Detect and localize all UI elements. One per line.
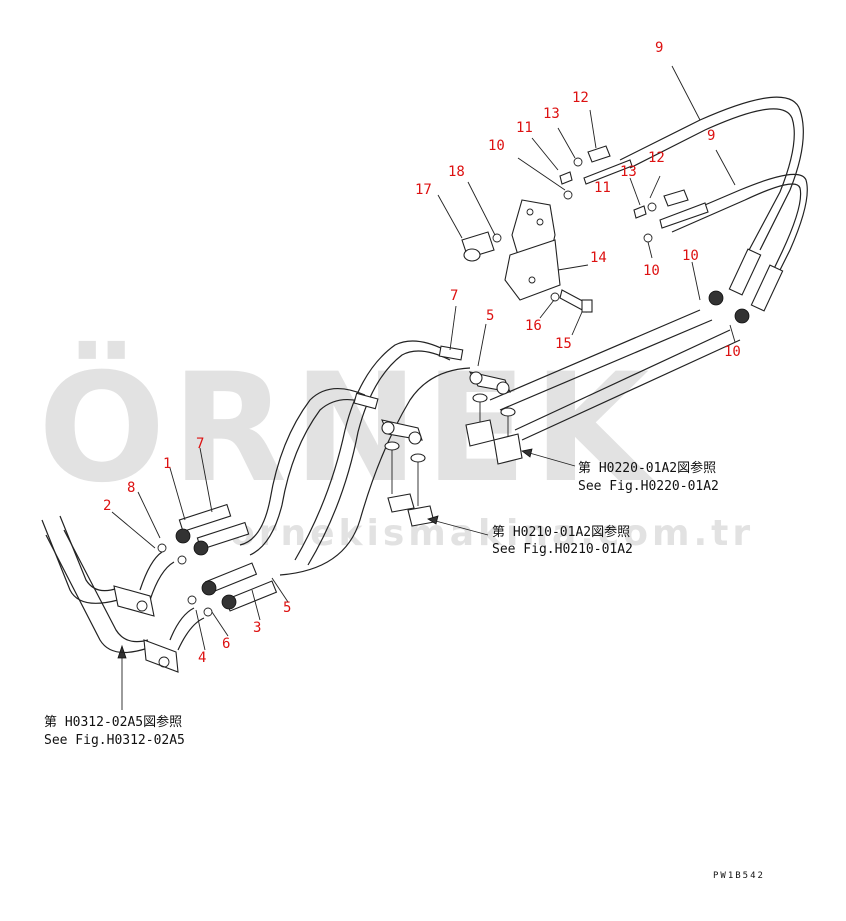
callout-12: 12 (648, 150, 665, 166)
callout-13: 13 (543, 106, 560, 122)
hose-9-upper (619, 96, 808, 324)
valve-blocks (384, 393, 523, 527)
callout-8: 8 (127, 480, 135, 496)
drawing-code: PW1B542 (713, 871, 765, 881)
callout-5: 5 (486, 308, 494, 324)
long-pipe-right (489, 309, 741, 441)
lower-hoses (41, 503, 278, 673)
reference-h0220-jp: 第 H0220-01A2図参照 (578, 460, 716, 476)
callout-12: 12 (572, 90, 589, 106)
callout-9: 9 (655, 40, 663, 56)
callout-14: 14 (590, 250, 607, 266)
reference-labels: 第 H0220-01A2図参照 See Fig.H0220-01A2 第 H02… (44, 460, 719, 748)
callout-6: 6 (222, 636, 230, 652)
callout-13: 13 (620, 164, 637, 180)
reference-h0220-en: See Fig.H0220-01A2 (578, 479, 719, 494)
bolts-upper (559, 145, 709, 229)
callout-11: 11 (594, 180, 611, 196)
middle-hoses (239, 340, 511, 576)
callout-17: 17 (415, 182, 432, 198)
callout-16: 16 (525, 318, 542, 334)
callout-11: 11 (516, 120, 533, 136)
callout-3: 3 (253, 620, 261, 636)
bracket-assembly (461, 190, 653, 313)
reference-arrows (117, 448, 576, 710)
callout-2: 2 (103, 498, 111, 514)
reference-h0210-en: See Fig.H0210-01A2 (492, 542, 633, 557)
reference-h0210-jp: 第 H0210-01A2図参照 (492, 524, 630, 540)
callout-7: 7 (196, 436, 204, 452)
callout-10: 10 (682, 248, 699, 264)
reference-h0312-en: See Fig.H0312-02A5 (44, 733, 185, 748)
callouts: 9 9 12 13 11 10 11 13 12 18 17 14 10 10 … (103, 40, 741, 666)
watermark: ÖRNEK ornekismakina.com.tr (38, 340, 754, 554)
callout-18: 18 (448, 164, 465, 180)
callout-10: 10 (488, 138, 505, 154)
callout-15: 15 (555, 336, 572, 352)
callout-5: 5 (283, 600, 291, 616)
callout-4: 4 (198, 650, 206, 666)
callout-10: 10 (643, 263, 660, 279)
reference-h0312-jp: 第 H0312-02A5図参照 (44, 714, 182, 730)
watermark-sub: ornekismakina.com.tr (230, 513, 754, 554)
callout-10: 10 (724, 344, 741, 360)
callout-9: 9 (707, 128, 715, 144)
leader-lines (111, 65, 736, 651)
callout-7: 7 (450, 288, 458, 304)
callout-1: 1 (163, 456, 171, 472)
